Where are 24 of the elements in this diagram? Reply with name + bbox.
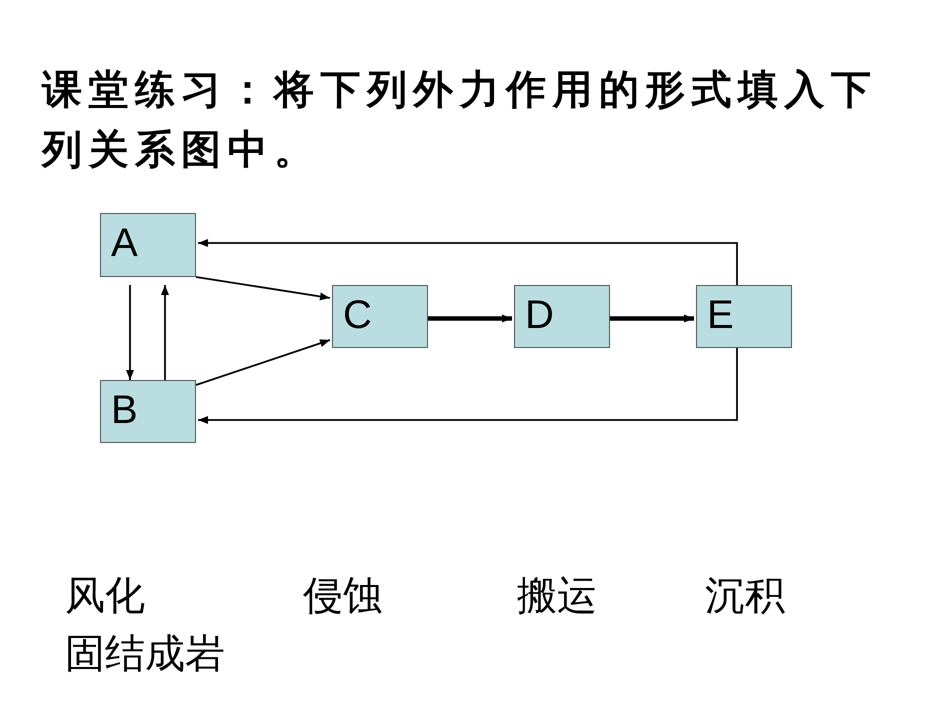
letter-box: [100, 380, 196, 443]
arrow: [161, 285, 169, 380]
box-letter: E: [707, 292, 734, 339]
answer-term: 风化: [65, 572, 145, 620]
answer-term: 沉积: [705, 572, 785, 620]
box-letter: B: [111, 387, 138, 434]
arrow: [610, 314, 694, 322]
box-letter: D: [525, 292, 554, 339]
answer-term: 固结成岩: [65, 630, 225, 678]
box-letter: A: [111, 220, 138, 267]
title: 课堂练习：将下列外力作用的形式填入下列关系图中。: [42, 66, 878, 175]
arrow: [126, 285, 134, 380]
arrow: [198, 239, 738, 285]
arrow: [196, 276, 330, 300]
answer-term: 搬运: [517, 572, 597, 620]
letter-box: [332, 285, 428, 348]
box-letter: C: [343, 292, 372, 339]
letter-box: [696, 285, 792, 348]
letter-box: [100, 213, 196, 277]
answer-term: 侵蚀: [303, 572, 383, 620]
arrow: [196, 339, 330, 386]
arrow: [198, 348, 738, 424]
arrow: [428, 314, 512, 322]
letter-box: [514, 285, 610, 348]
